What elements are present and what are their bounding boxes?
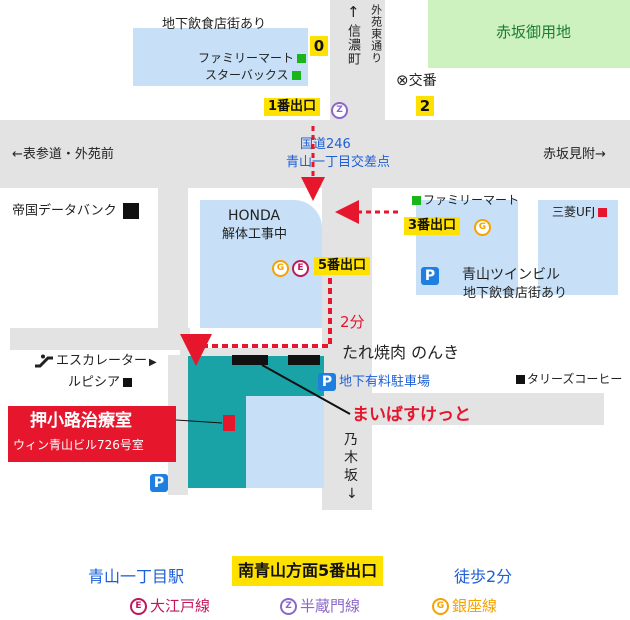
exit5-tag: 5番出口 [314, 257, 371, 276]
building-entrance-2 [288, 355, 320, 365]
tare-yakiniku-label: たれ焼肉 のんき [342, 343, 460, 362]
parking-icon-underground: P [318, 373, 336, 391]
legend-walk: 徒歩2分 [454, 567, 513, 586]
omotesando-direction: ←表参道・外苑前 [12, 147, 114, 162]
nogizaka-3: 坂 [344, 468, 358, 484]
oedo-e-icon-exit5: E [292, 260, 309, 277]
parking-icon-twin: P [421, 267, 439, 285]
road-left-vertical [158, 188, 188, 348]
aoyama-twin-label: 青山ツインビル [462, 267, 560, 283]
oedo-legend-icon: E [130, 598, 147, 615]
mybasket-label: まいばすけっと [352, 405, 471, 425]
intersection-label: 青山一丁目交差点 [286, 155, 391, 170]
clinic-banner: 押小路治療室 ウィン青山ビル726号室 [8, 406, 176, 462]
underground-dining-top: 地下飲食店街あり [162, 17, 267, 32]
lupicia-marker [123, 378, 133, 387]
win-aoyama-inner-light [246, 396, 324, 488]
teikoku-databank: 帝国データバンク [12, 203, 139, 219]
koban: ⊗交番 [396, 71, 437, 89]
nogizaka-arrow: ↓ [346, 486, 358, 502]
tullys: タリーズコーヒー [516, 372, 622, 387]
akasaka-gyoen-label: 赤坂御用地 [496, 23, 572, 41]
road-right-horizontal [372, 393, 604, 425]
starbucks-marker [291, 71, 301, 80]
clinic-name: 押小路治療室 [30, 411, 132, 431]
ginza-g-icon-exit5: G [272, 260, 289, 277]
akasaka-mitsuke-direction: 赤坂見附→ [543, 147, 606, 162]
exit3-tag: 3番出口 [404, 217, 461, 236]
starbucks: スターバックス [205, 68, 301, 83]
two-minutes-label: 2分 [340, 313, 365, 331]
familymart-top-marker [297, 54, 307, 63]
escalator-icon [35, 354, 53, 368]
koban-icon: ⊗ [396, 71, 409, 89]
parking-icon-lower-left: P [150, 474, 168, 492]
block-top-left [133, 28, 308, 86]
legend-exit-direction: 南青山方面5番出口 [232, 556, 384, 586]
akasaka-gyoen-park [428, 0, 630, 68]
road-gaienhigashi [330, 0, 385, 120]
teikoku-marker [122, 203, 139, 219]
nogizaka-2: 木 [344, 450, 358, 466]
exit1-tag: 1番出口 [264, 98, 321, 117]
hanzomon-legend-icon: Z [280, 598, 297, 615]
familymart-right-marker [412, 196, 421, 205]
gaienhigashi-dori-label: 外苑東通り [369, 4, 383, 64]
road-route246 [0, 120, 630, 188]
nogizaka-1: 乃 [344, 432, 358, 448]
ginza-legend-icon: G [432, 598, 449, 615]
clinic-address: ウィン青山ビル726号室 [13, 438, 144, 452]
mufg-marker [598, 208, 608, 217]
familymart-right: ファミリーマート [412, 193, 519, 208]
exit2-badge: 2 [416, 96, 434, 116]
tullys-marker [516, 375, 525, 384]
route246-label: 国道246 [300, 137, 351, 152]
underground-dining-right: 地下飲食店街あり [463, 286, 568, 301]
road-left-horizontal [10, 328, 190, 350]
familymart-top: ファミリーマート [198, 51, 307, 66]
escalator: エスカレーター▶ [34, 354, 157, 369]
arrow-up: ↑ [347, 3, 360, 21]
hanzomon-z-icon: Z [331, 102, 348, 119]
legend-station: 青山一丁目駅 [88, 567, 185, 586]
lupicia: ルピシア [68, 375, 133, 391]
clinic-marker [223, 415, 235, 431]
ginza-g-icon-exit3: G [474, 219, 491, 236]
building-entrance-1 [232, 355, 268, 365]
shinanomachi-label: 信濃町 [344, 24, 360, 66]
exit0-badge: 0 [310, 36, 328, 56]
honda-line2: 解体工事中 [222, 227, 288, 242]
honda-line1: HONDA [228, 208, 281, 224]
mufg-label: 三菱UFJ [552, 205, 608, 220]
